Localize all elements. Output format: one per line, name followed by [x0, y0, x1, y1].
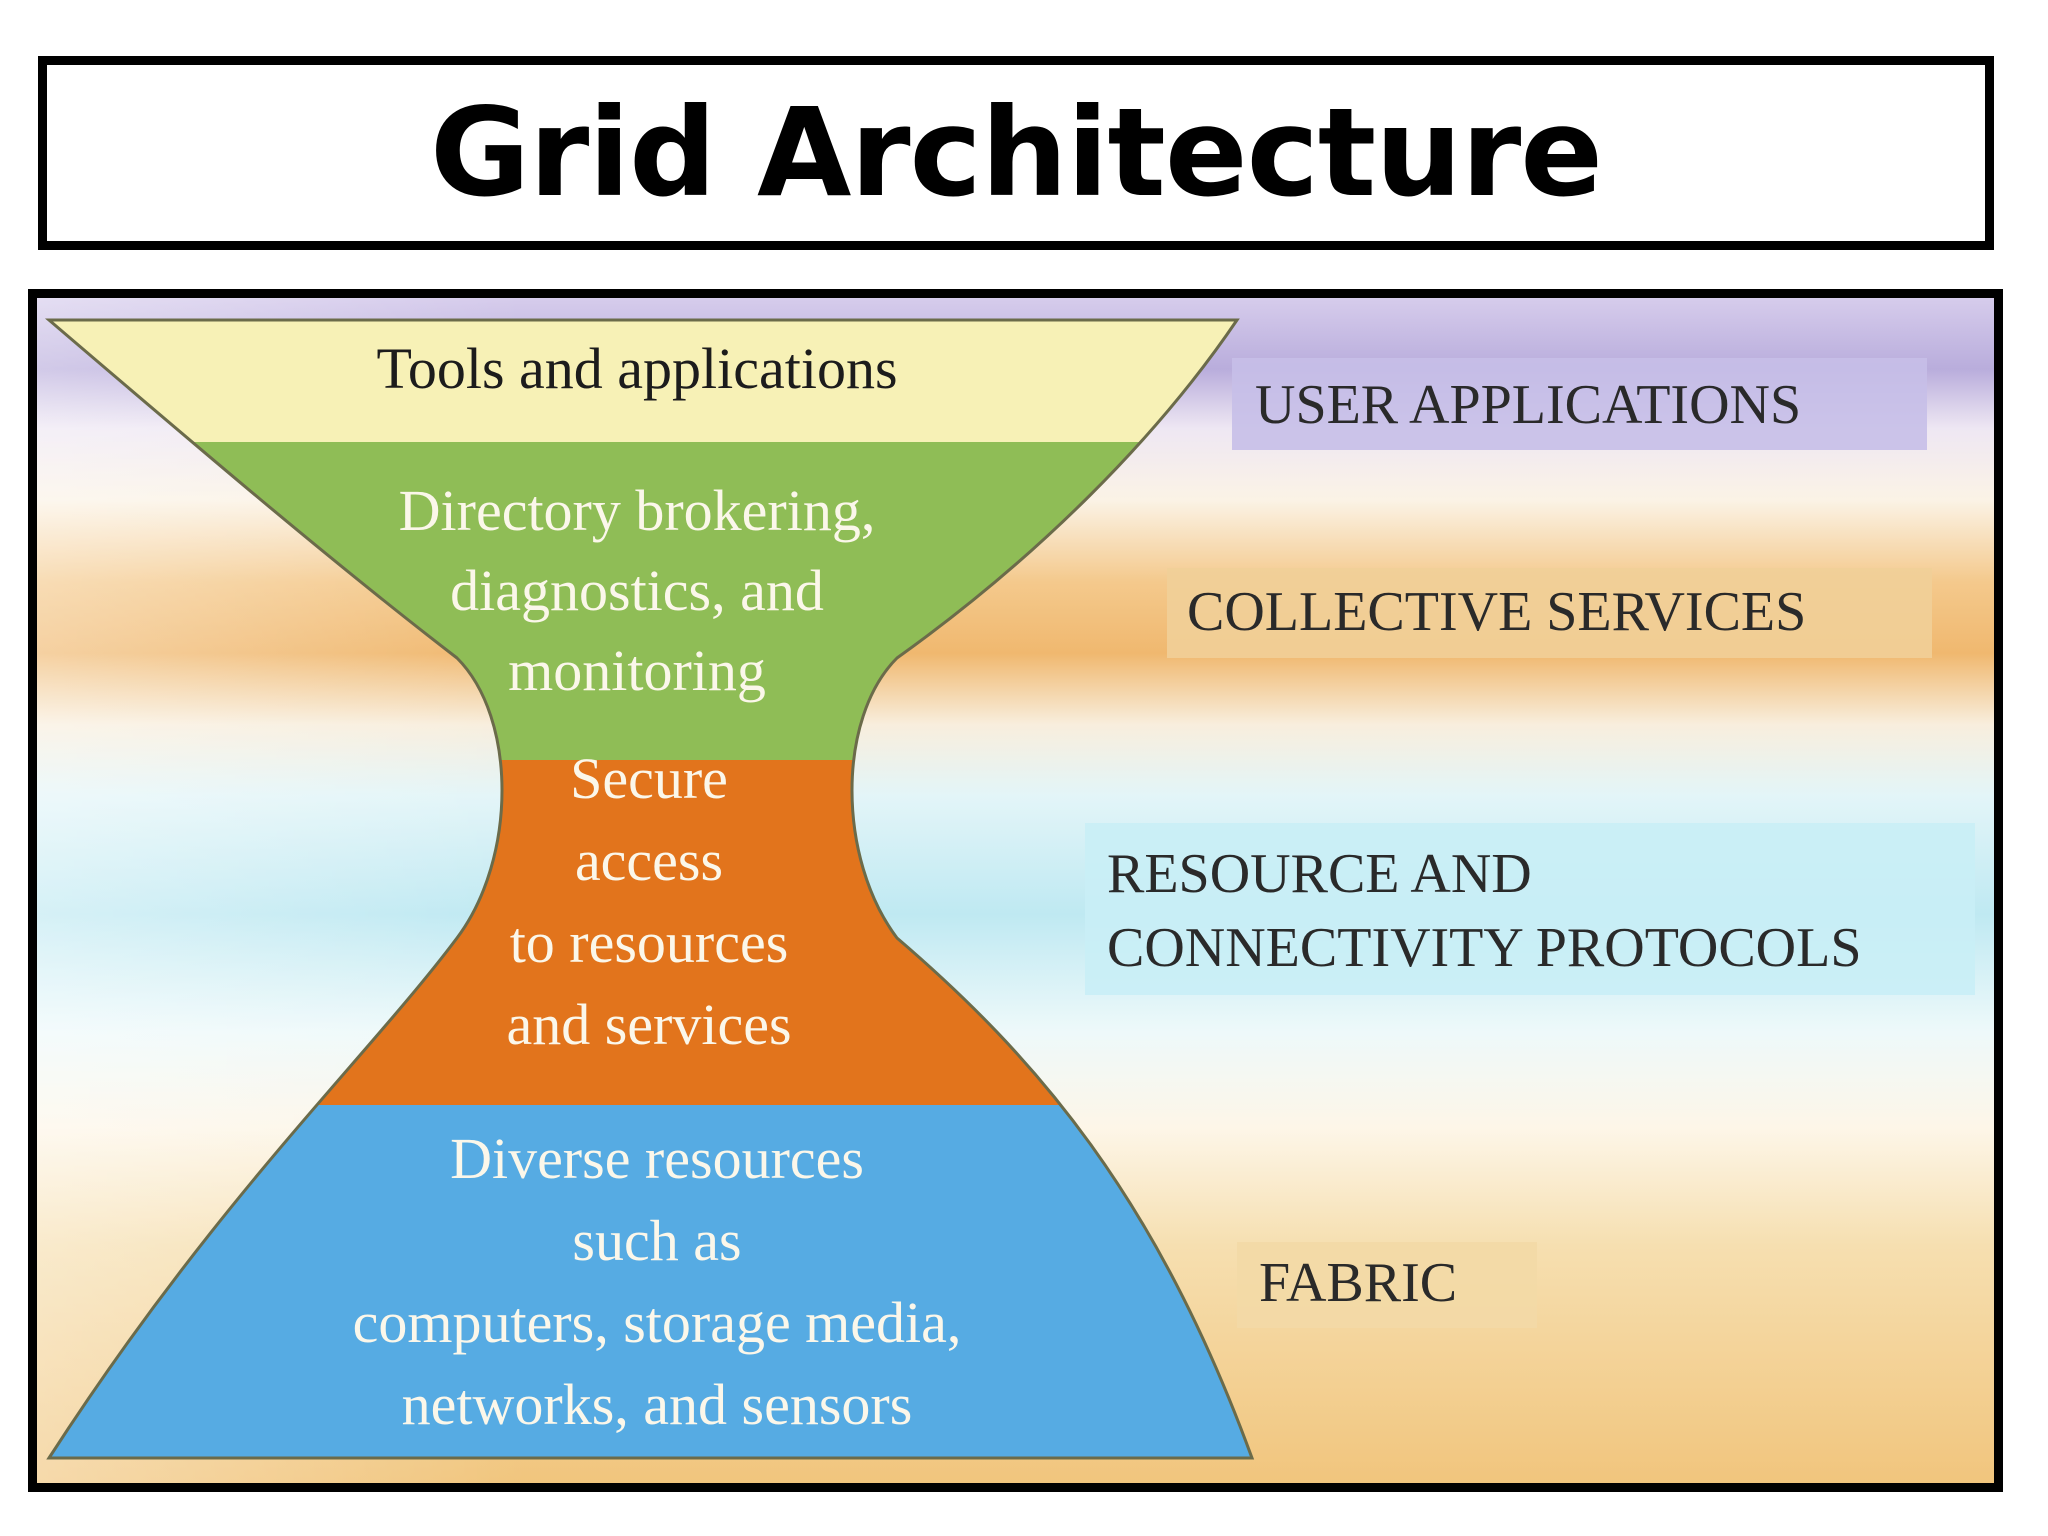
funnel-resource-line-3: to resources	[510, 910, 789, 975]
funnel-fabric-line-2: such as	[572, 1208, 741, 1273]
layer-label-resource-line-1: RESOURCE AND	[1107, 843, 1532, 905]
funnel-collective-line-3: monitoring	[508, 638, 766, 703]
funnel-tools-text: Tools and applications	[376, 336, 897, 401]
funnel-resource-line-1: Secure	[570, 746, 728, 811]
resource-protocols-label-bg	[1085, 823, 1975, 995]
funnel-fabric-line-3: computers, storage media,	[353, 1290, 962, 1355]
layer-label-fabric: FABRIC	[1259, 1252, 1457, 1314]
funnel-outline	[44, 318, 1255, 1460]
title-box: Grid Architecture	[38, 56, 1994, 250]
layer-label-resource-line-2: CONNECTIVITY PROTOCOLS	[1107, 917, 1861, 979]
funnel-tools-band	[49, 320, 1252, 442]
funnel-resource-line-2: access	[575, 828, 723, 893]
funnel-fabric-line-1: Diverse resources	[450, 1126, 864, 1191]
funnel-fabric-line-4: networks, and sensors	[402, 1372, 913, 1437]
grid-architecture-diagram: Tools and applications Directory brokeri…	[37, 298, 1994, 1483]
user-applications-label-bg	[1232, 358, 1927, 450]
collective-services-label-bg	[1167, 568, 1932, 658]
diagram-frame: Tools and applications Directory brokeri…	[28, 289, 2003, 1492]
funnel-collective-line-1: Directory brokering,	[399, 478, 876, 543]
funnel-collective-line-2: diagnostics, and	[450, 558, 824, 623]
funnel-resource-line-4: and services	[506, 992, 791, 1057]
page-title: Grid Architecture	[430, 82, 1603, 224]
fabric-label-bg	[1237, 1242, 1537, 1328]
layer-label-user-applications: USER APPLICATIONS	[1255, 374, 1801, 436]
layer-label-collective-services: COLLECTIVE SERVICES	[1187, 581, 1806, 643]
